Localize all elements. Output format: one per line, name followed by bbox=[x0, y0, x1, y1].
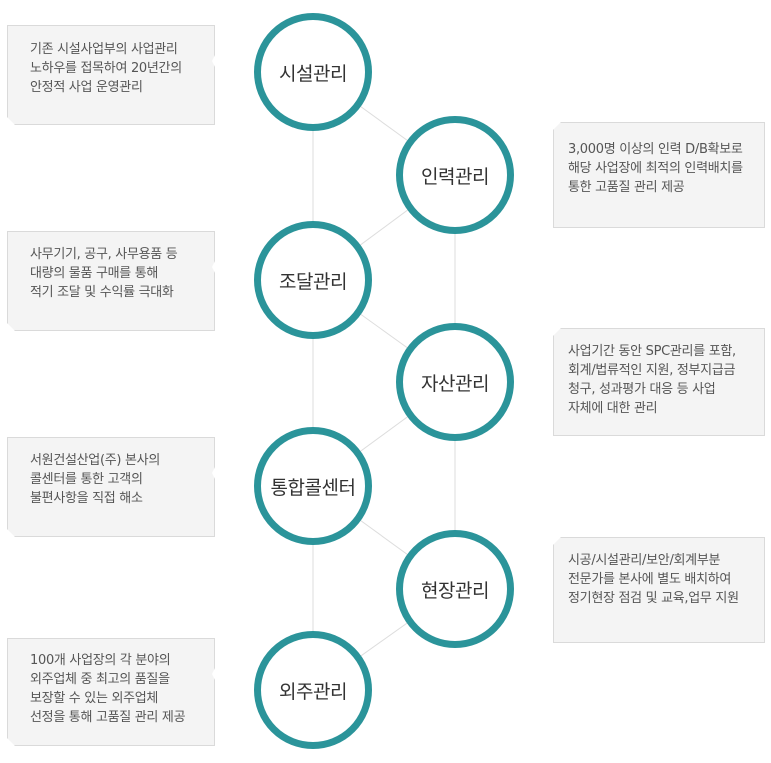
description-line: 콜센터를 통한 고객의 bbox=[30, 472, 143, 487]
description-line: 전문가를 본사에 별도 배치하여 bbox=[568, 572, 732, 587]
description-line: 안정적 사업 운영관리 bbox=[30, 80, 143, 95]
description-line: 사무기기, 공구, 사무용품 등 bbox=[30, 247, 178, 262]
description-line: 보장할 수 있는 외주업체 bbox=[30, 691, 159, 706]
description-line: 시공/시설관리/보안/회계부분 bbox=[568, 553, 721, 568]
description-line: 노하우를 접목하여 20년간의 bbox=[30, 61, 182, 76]
description-line: 외주업체 중 최고의 품질을 bbox=[30, 672, 170, 687]
description-line: 정기현장 점검 및 교육,업무 지원 bbox=[568, 591, 739, 606]
circle-call-center: 통합콜센터 bbox=[254, 427, 372, 545]
description-line: 회계/법류적인 지원, 정부지급금 bbox=[568, 363, 736, 378]
circle-asset: 자산관리 bbox=[396, 323, 514, 441]
description-line: 선정을 통해 고품질 관리 제공 bbox=[30, 710, 186, 725]
circle-label: 현장관리 bbox=[421, 579, 489, 602]
description-line: 서원건설산업(주) 본사의 bbox=[30, 453, 160, 468]
description-box-asset: 사업기간 동안 SPC관리를 포함, 회계/법류적인 지원, 정부지급금 청구,… bbox=[553, 328, 765, 436]
circle-site: 현장관리 bbox=[396, 530, 514, 648]
description-line: 자체에 대한 관리 bbox=[568, 401, 658, 416]
circle-facility: 시설관리 bbox=[254, 13, 372, 131]
description-line: 100개 사업장의 각 분야의 bbox=[30, 653, 171, 668]
circle-label: 조달관리 bbox=[279, 270, 347, 293]
description-line: 3,000명 이상의 인력 D/B확보로 bbox=[568, 142, 743, 157]
description-box-facility: 기존 시설사업부의 사업관리 노하우를 접목하여 20년간의 안정적 사업 운영… bbox=[7, 25, 215, 125]
description-line: 해당 사업장에 최적의 인력배치를 bbox=[568, 161, 743, 176]
description-box-procurement: 사무기기, 공구, 사무용품 등 대량의 물품 구매를 통해 적기 조달 및 수… bbox=[7, 231, 215, 331]
circle-manpower: 인력관리 bbox=[396, 116, 514, 234]
circle-label: 통합콜센터 bbox=[270, 476, 356, 499]
description-box-outsourcing: 100개 사업장의 각 분야의 외주업체 중 최고의 품질을 보장할 수 있는 … bbox=[7, 638, 215, 746]
description-line: 사업기간 동안 SPC관리를 포함, bbox=[568, 344, 736, 359]
description-line: 통한 고품질 관리 제공 bbox=[568, 180, 685, 195]
description-line: 적기 조달 및 수익률 극대화 bbox=[30, 285, 174, 300]
circle-label: 시설관리 bbox=[279, 62, 347, 85]
description-box-site: 시공/시설관리/보안/회계부분 전문가를 본사에 별도 배치하여 정기현장 점검… bbox=[553, 537, 765, 643]
circle-label: 인력관리 bbox=[421, 165, 489, 188]
description-line: 청구, 성과평가 대응 등 사업 bbox=[568, 382, 716, 397]
circle-label: 자산관리 bbox=[421, 372, 489, 395]
description-line: 불편사항을 직접 해소 bbox=[30, 491, 143, 506]
description-box-call-center: 서원건설산업(주) 본사의 콜센터를 통한 고객의 불편사항을 직접 해소 bbox=[7, 437, 215, 537]
description-line: 기존 시설사업부의 사업관리 bbox=[30, 42, 178, 57]
circle-label: 외주관리 bbox=[279, 680, 347, 703]
description-box-manpower: 3,000명 이상의 인력 D/B확보로 해당 사업장에 최적의 인력배치를 통… bbox=[553, 122, 765, 228]
description-line: 대량의 물품 구매를 통해 bbox=[30, 266, 159, 281]
circle-procurement: 조달관리 bbox=[254, 221, 372, 339]
circle-outsourcing: 외주관리 bbox=[254, 631, 372, 749]
